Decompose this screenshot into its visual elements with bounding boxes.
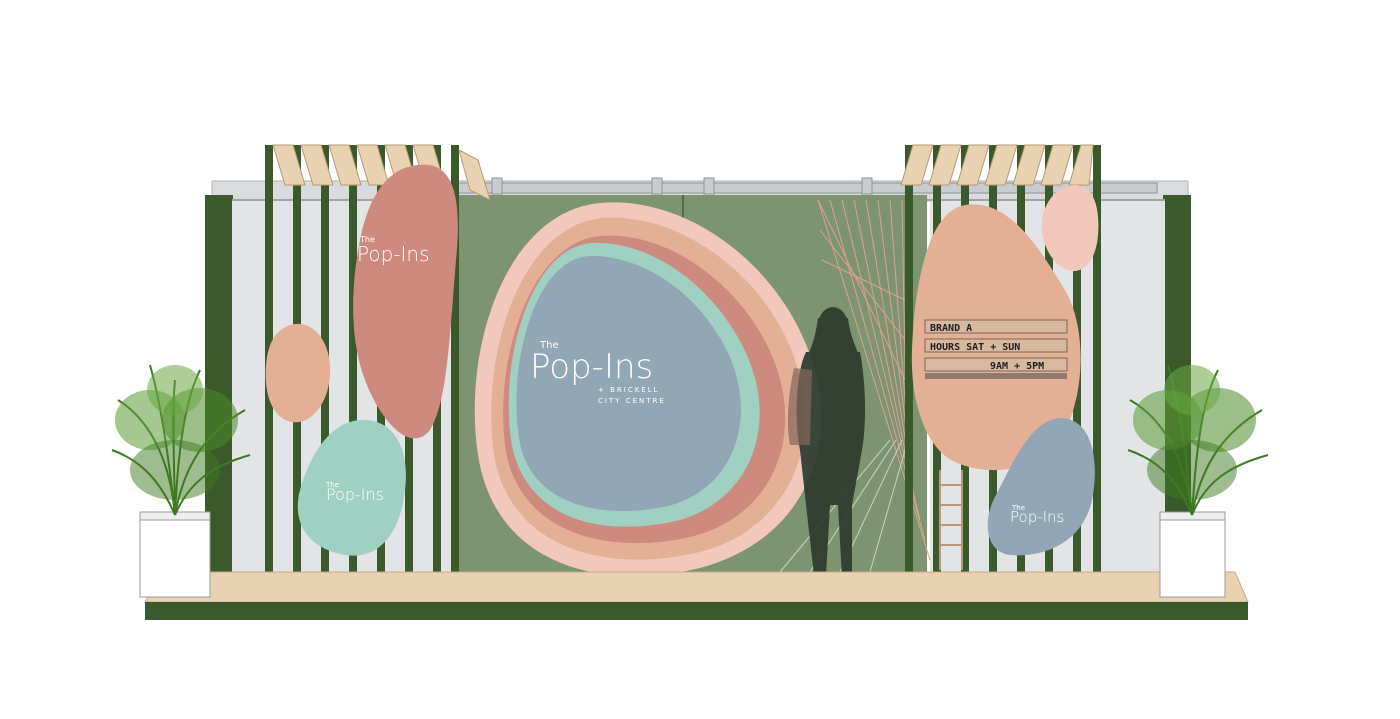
ladder xyxy=(939,470,963,570)
sign-line-2: HOURS SAT + SUN xyxy=(930,342,1020,353)
deck xyxy=(144,571,1249,620)
right-blobs: The Pop-Ins xyxy=(911,185,1099,556)
center-logo-the: The xyxy=(539,340,559,351)
letter-board: BRAND A HOURS SAT + SUN 9AM + 5PM xyxy=(924,319,1068,379)
center-mural: The Pop-Ins + BRICKELL CITY CENTRE xyxy=(474,202,822,577)
right-bottom-logo-name: Pop-Ins xyxy=(1010,508,1064,526)
left-bottom-logo-the: The xyxy=(325,481,339,489)
left-bottom-logo-name: Pop-Ins xyxy=(326,485,384,504)
center-logo-sub2: CITY CENTRE xyxy=(598,397,666,405)
plant-icon-left xyxy=(111,364,251,516)
left-blobs: The Pop-Ins The Pop-Ins xyxy=(265,164,458,556)
woman-silhouette-icon xyxy=(787,307,866,578)
sign-line-3: 9AM + 5PM xyxy=(990,361,1044,372)
planter-icon-right xyxy=(1159,511,1226,598)
sign-line-1: BRAND A xyxy=(930,323,972,334)
left-top-logo-the: The xyxy=(359,235,375,244)
center-logo-name: Pop-Ins xyxy=(530,347,653,387)
right-bottom-logo-the: The xyxy=(1011,504,1025,512)
center-logo-sub1: + BRICKELL xyxy=(598,386,660,394)
left-top-logo-name: Pop-Ins xyxy=(357,242,430,266)
planter-icon-left xyxy=(139,511,211,598)
plant-icon-right xyxy=(1127,364,1269,516)
